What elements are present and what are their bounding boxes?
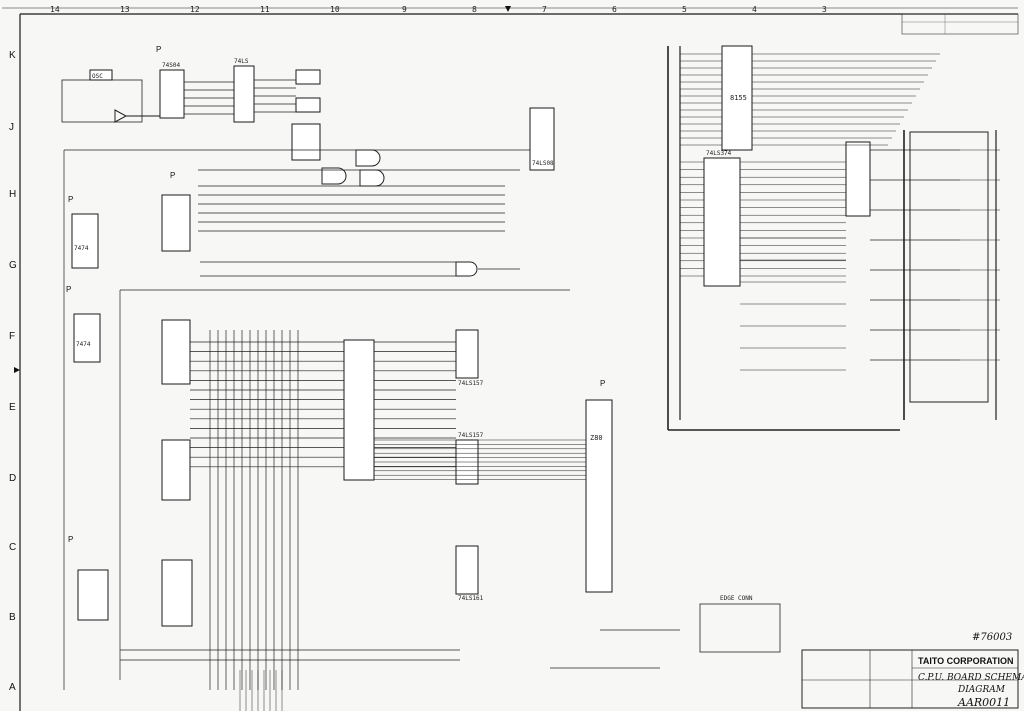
- ic-h12: [161, 194, 191, 252]
- ic-h3: [845, 141, 871, 217]
- power-marker: P: [600, 379, 605, 388]
- drawing-border: [2, 7, 1018, 711]
- ic-e10: [343, 339, 375, 481]
- row-label-b: B: [9, 612, 16, 623]
- ic-f14-label: 7474: [76, 341, 91, 348]
- row-labels: K J H G F E D C B A: [9, 50, 20, 693]
- power-marker: P: [156, 45, 161, 54]
- handwritten-number: #76003: [972, 632, 1012, 643]
- col-label-8: 8: [472, 5, 477, 14]
- row-label-k: K: [9, 50, 16, 61]
- osc-label: OSC: [92, 73, 103, 80]
- col-label-7: 7: [542, 5, 547, 14]
- row-label-j: J: [9, 122, 14, 133]
- ic-b8-label: 74LS161: [458, 595, 484, 602]
- ic-k13: [159, 69, 185, 119]
- ic-f8: [455, 329, 479, 379]
- ic-h5: [703, 157, 741, 287]
- row-label-c: C: [9, 542, 16, 553]
- ic-k5-label: 8155: [730, 94, 747, 102]
- col-label-4: 4: [752, 5, 757, 14]
- ic-cpu: [585, 399, 613, 593]
- col-label-14: 14: [50, 5, 60, 14]
- ic-k13-label: 74S04: [162, 62, 180, 69]
- ic-group-left: 74S04 74LS 7474 7474: [71, 58, 255, 627]
- power-marker: P: [68, 535, 73, 544]
- power-marker: P: [170, 171, 175, 180]
- company-name: TAITO CORPORATION: [918, 656, 1014, 666]
- gate-group-upper: 74LS08: [291, 69, 555, 277]
- title-block: TAITO CORPORATION C.P.U. BOARD SCHEMATIC…: [801, 632, 1024, 709]
- ic-b12: [161, 559, 193, 627]
- ic-d12: [161, 439, 191, 501]
- oscillator-section: OSC: [61, 69, 160, 123]
- center-mark-icon: [505, 6, 511, 12]
- col-label-10: 10: [330, 5, 340, 14]
- connector-title: EDGE CONN: [720, 595, 753, 602]
- revision-block: [901, 13, 1019, 35]
- row-label-g: G: [9, 260, 17, 271]
- ic-h5-label: 74LS374: [706, 150, 732, 157]
- ic-d8-label: 74LS157: [458, 432, 484, 439]
- ic-k11-label: 74LS: [234, 58, 249, 65]
- power-marker: P: [68, 195, 73, 204]
- ic-k5: [721, 45, 753, 151]
- row-label-d: D: [9, 473, 16, 484]
- column-labels: 14 13 12 11 10 9 8 7 6 5 4 3: [50, 5, 827, 14]
- row-label-e: E: [9, 402, 16, 413]
- col-label-6: 6: [612, 5, 617, 14]
- row-center-mark-icon: [14, 367, 20, 373]
- row-label-h: H: [9, 189, 16, 200]
- ic-k11: [233, 65, 255, 123]
- power-markers: P P P P P P: [66, 45, 605, 544]
- col-label-12: 12: [190, 5, 200, 14]
- row-label-f: F: [9, 331, 15, 342]
- drawing-number: AAR0011: [957, 696, 1010, 709]
- row-label-a: A: [9, 682, 16, 693]
- output-driver-box: [909, 131, 989, 403]
- col-label-13: 13: [120, 5, 130, 14]
- col-label-5: 5: [682, 5, 687, 14]
- wiring: [63, 46, 1000, 711]
- col-label-9: 9: [402, 5, 407, 14]
- ic-f8-label: 74LS157: [458, 380, 484, 387]
- connector-section: EDGE CONN: [699, 595, 781, 653]
- ic-cpu-label: Z80: [590, 434, 603, 442]
- ic-j7-label: 74LS08: [532, 160, 554, 167]
- ic-h14-label: 7474: [74, 245, 89, 252]
- drawing-title-line2: DIAGRAM: [957, 685, 1006, 695]
- drawing-title-line1: C.P.U. BOARD SCHEMATIC: [918, 673, 1024, 683]
- ic-b8: [455, 545, 479, 595]
- ic-h14: [71, 213, 99, 269]
- memory-section: 8155 74LS374: [703, 45, 989, 403]
- col-label-11: 11: [260, 5, 270, 14]
- ic-b14: [77, 569, 109, 621]
- col-label-3: 3: [822, 5, 827, 14]
- power-marker: P: [66, 285, 71, 294]
- ic-f12: [161, 319, 191, 385]
- ic-j7: [529, 107, 555, 171]
- ic-f14: [73, 313, 101, 363]
